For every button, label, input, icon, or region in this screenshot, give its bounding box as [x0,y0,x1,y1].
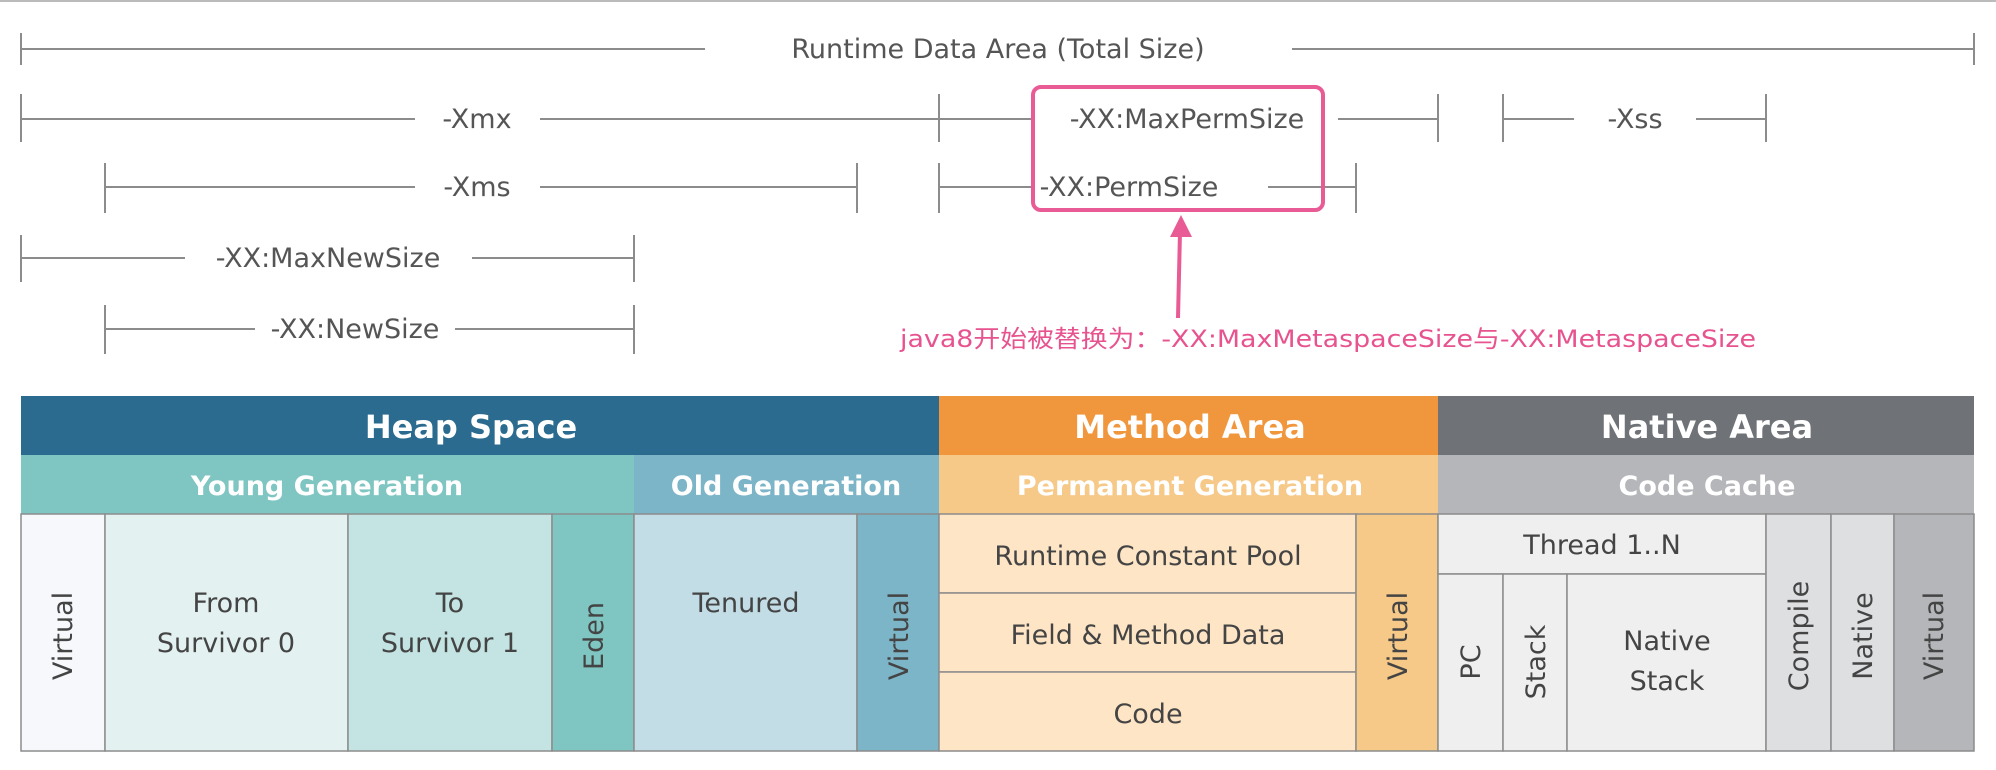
new-size-label: -XX:NewSize [271,314,440,345]
to-line-1: To [435,588,464,619]
from-survivor-cell [104,513,349,752]
dimension-lines [20,33,1975,354]
runtime-data-area-label: Runtime Data Area (Total Size) [791,34,1204,65]
heap-space-label: Heap Space [365,408,577,446]
heap-space-header [21,396,939,455]
native-virtual-cell [1893,513,1975,752]
native-stack-line-1: Native [1623,626,1710,657]
heap-virtual-cell [20,513,106,752]
stack-label: Stack [1521,624,1552,699]
max-new-size-label: -XX:MaxNewSize [216,243,441,274]
from-line-2: Survivor 0 [157,628,295,659]
native-stack-line-2: Stack [1630,666,1705,697]
xmx-label: -Xmx [442,104,511,135]
old-virtual-label: Virtual [884,592,915,680]
method-area-label: Method Area [1074,408,1306,446]
code-cache-header [1438,455,1974,514]
native-cell [1830,513,1895,752]
runtime-constant-pool-label: Runtime Constant Pool [994,541,1301,572]
eden-cell [551,513,635,752]
native-label: Native [1848,592,1879,679]
xms-label: -Xms [443,172,510,203]
to-line-2: Survivor 1 [381,628,519,659]
perm-virtual-cell [1355,513,1439,752]
xss-label: -Xss [1607,104,1662,135]
native-stack-cell [1566,573,1767,752]
pc-label: PC [1456,644,1487,679]
perm-virtual-label: Virtual [1383,592,1414,680]
field-method-data-label: Field & Method Data [1011,620,1286,651]
highlight-arrow-head [1170,215,1192,237]
young-generation-label: Young Generation [190,471,463,502]
young-generation-header [21,455,634,514]
code-cache-label: Code Cache [1619,471,1796,502]
old-virtual-cell [856,513,940,752]
java8-replacement-note: java8开始被替换为：-XX:MaxMetaspaceSize与-XX:Met… [899,325,1756,353]
runtime-constant-pool-cell [938,513,1357,594]
pc-cell [1437,573,1504,752]
permanent-generation-label: Permanent Generation [1017,471,1363,502]
code-label: Code [1113,699,1182,730]
max-perm-size-label: -XX:MaxPermSize [1070,104,1305,135]
eden-label: Eden [579,602,610,670]
highlight-arrow-shaft [1176,231,1182,319]
perm-size-label: -XX:PermSize [1040,172,1219,203]
compile-cell [1765,513,1832,752]
code-cell [938,671,1357,752]
thread-label: Thread 1..N [1522,530,1681,561]
to-survivor-cell [347,513,553,752]
compile-label: Compile [1784,581,1815,691]
from-line-1: From [193,588,260,619]
thread-cell [1437,513,1767,575]
native-area-header [1438,396,1974,455]
native-virtual-label: Virtual [1919,592,1950,680]
old-generation-header [634,455,939,514]
permanent-generation-header [939,455,1438,514]
native-area-label: Native Area [1601,408,1813,446]
tenured-cell [633,513,858,752]
old-generation-label: Old Generation [671,471,901,502]
perm-highlight-box [1031,85,1325,212]
method-area-header [939,396,1438,455]
tenured-label: Tenured [692,588,800,619]
heap-virtual-label: Virtual [48,592,79,680]
